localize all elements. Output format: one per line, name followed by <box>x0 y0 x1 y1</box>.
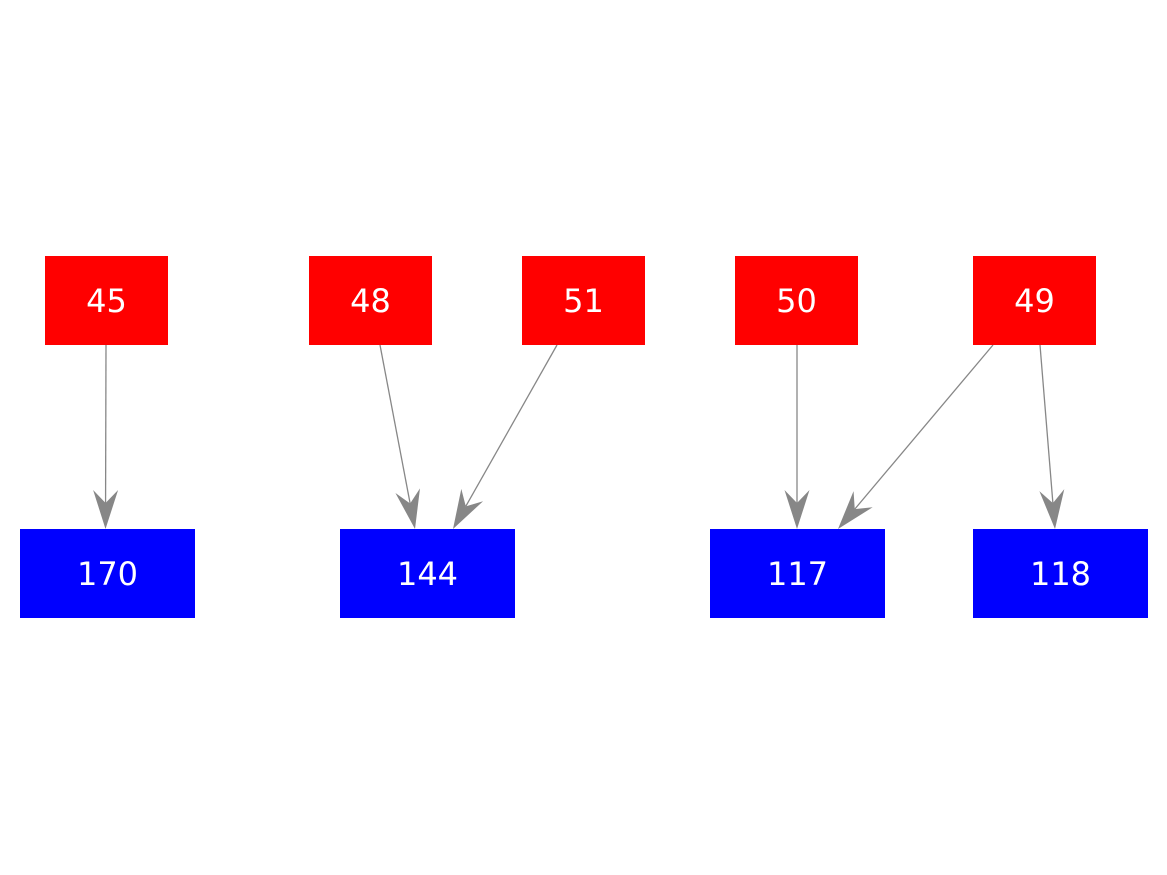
edge-line-51-144 <box>465 344 558 507</box>
edge-line-48-144 <box>379 344 411 504</box>
node-48: 48 <box>309 256 432 345</box>
edge-arrowhead-48-144 <box>395 488 420 529</box>
node-170: 170 <box>20 529 195 618</box>
node-49-label: 49 <box>1014 281 1055 320</box>
edge-line-49-117 <box>854 344 994 510</box>
node-51: 51 <box>522 256 645 345</box>
node-51-label: 51 <box>563 281 604 320</box>
edge-arrowhead-49-117 <box>838 491 873 529</box>
edge-arrowhead-50-117 <box>784 490 810 529</box>
node-117: 117 <box>710 529 885 618</box>
node-118-label: 118 <box>1029 554 1092 593</box>
edge-arrowhead-45-170 <box>93 489 119 529</box>
node-144-label: 144 <box>396 554 459 593</box>
node-45-label: 45 <box>86 281 127 320</box>
node-117-label: 117 <box>766 554 829 593</box>
node-48-label: 48 <box>350 281 391 320</box>
edge-line-49-118 <box>1039 344 1054 504</box>
node-170-label: 170 <box>76 554 139 593</box>
node-118: 118 <box>973 529 1148 618</box>
node-50-label: 50 <box>776 281 817 320</box>
node-144: 144 <box>340 529 515 618</box>
node-49: 49 <box>973 256 1096 345</box>
edge-arrowhead-49-118 <box>1039 489 1065 529</box>
node-45: 45 <box>45 256 168 345</box>
edge-arrowhead-51-144 <box>453 488 484 529</box>
node-50: 50 <box>735 256 858 345</box>
